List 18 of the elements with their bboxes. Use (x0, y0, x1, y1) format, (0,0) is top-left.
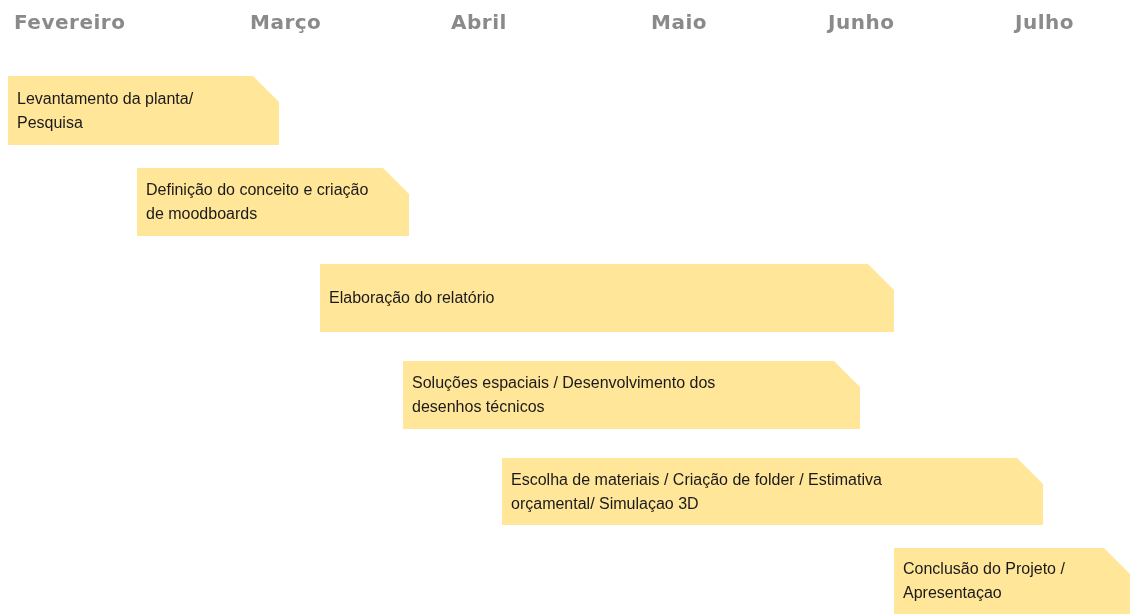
task-bar (8, 76, 279, 145)
task-bar (403, 361, 860, 429)
month-label: Junho (828, 10, 895, 34)
task-bar (894, 548, 1130, 614)
month-label: Abril (451, 10, 507, 34)
task-bar (502, 458, 1043, 525)
task-label: Definição do conceito e criação de moodboards (146, 180, 369, 224)
task-label: Escolha de materiais / Criação de folder / Estimativa orçamental/ Simulaçao 3D (511, 469, 883, 514)
task-label: Elaboração do relatório (329, 288, 495, 308)
month-label: Julho (1015, 10, 1074, 34)
task-bar (320, 264, 894, 332)
month-label: Março (250, 10, 322, 34)
task-label: Soluções espaciais / Desenvolvimento dos desenhos técnicos (412, 373, 717, 417)
task-label: Levantamento da planta/ Pesquisa (17, 88, 195, 133)
month-label: Fevereiro (14, 10, 126, 34)
task-bar (137, 168, 409, 236)
month-label: Maio (651, 10, 707, 34)
task-label: Conclusão do Projeto / Apresentaçao (903, 559, 1066, 603)
